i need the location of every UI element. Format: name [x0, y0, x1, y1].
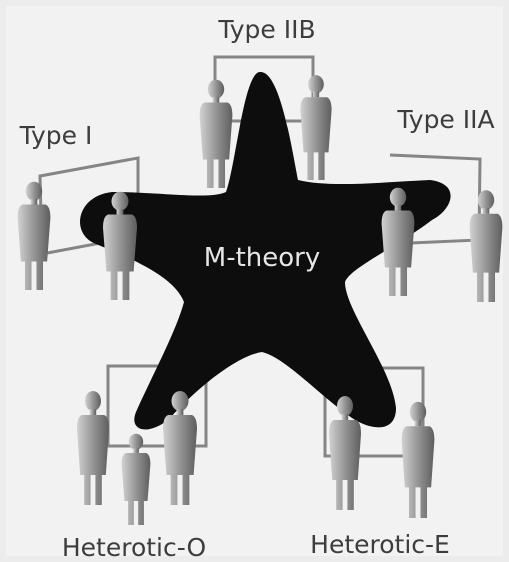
label-heterotic-o: Heterotic-O: [62, 533, 206, 562]
center-label: M-theory: [204, 243, 320, 273]
label-heterotic-e: Heterotic-E: [310, 530, 450, 559]
label-type-i: Type I: [19, 121, 93, 150]
label-type-iia: Type IIA: [396, 105, 494, 134]
label-type-iib: Type IIB: [217, 15, 315, 44]
